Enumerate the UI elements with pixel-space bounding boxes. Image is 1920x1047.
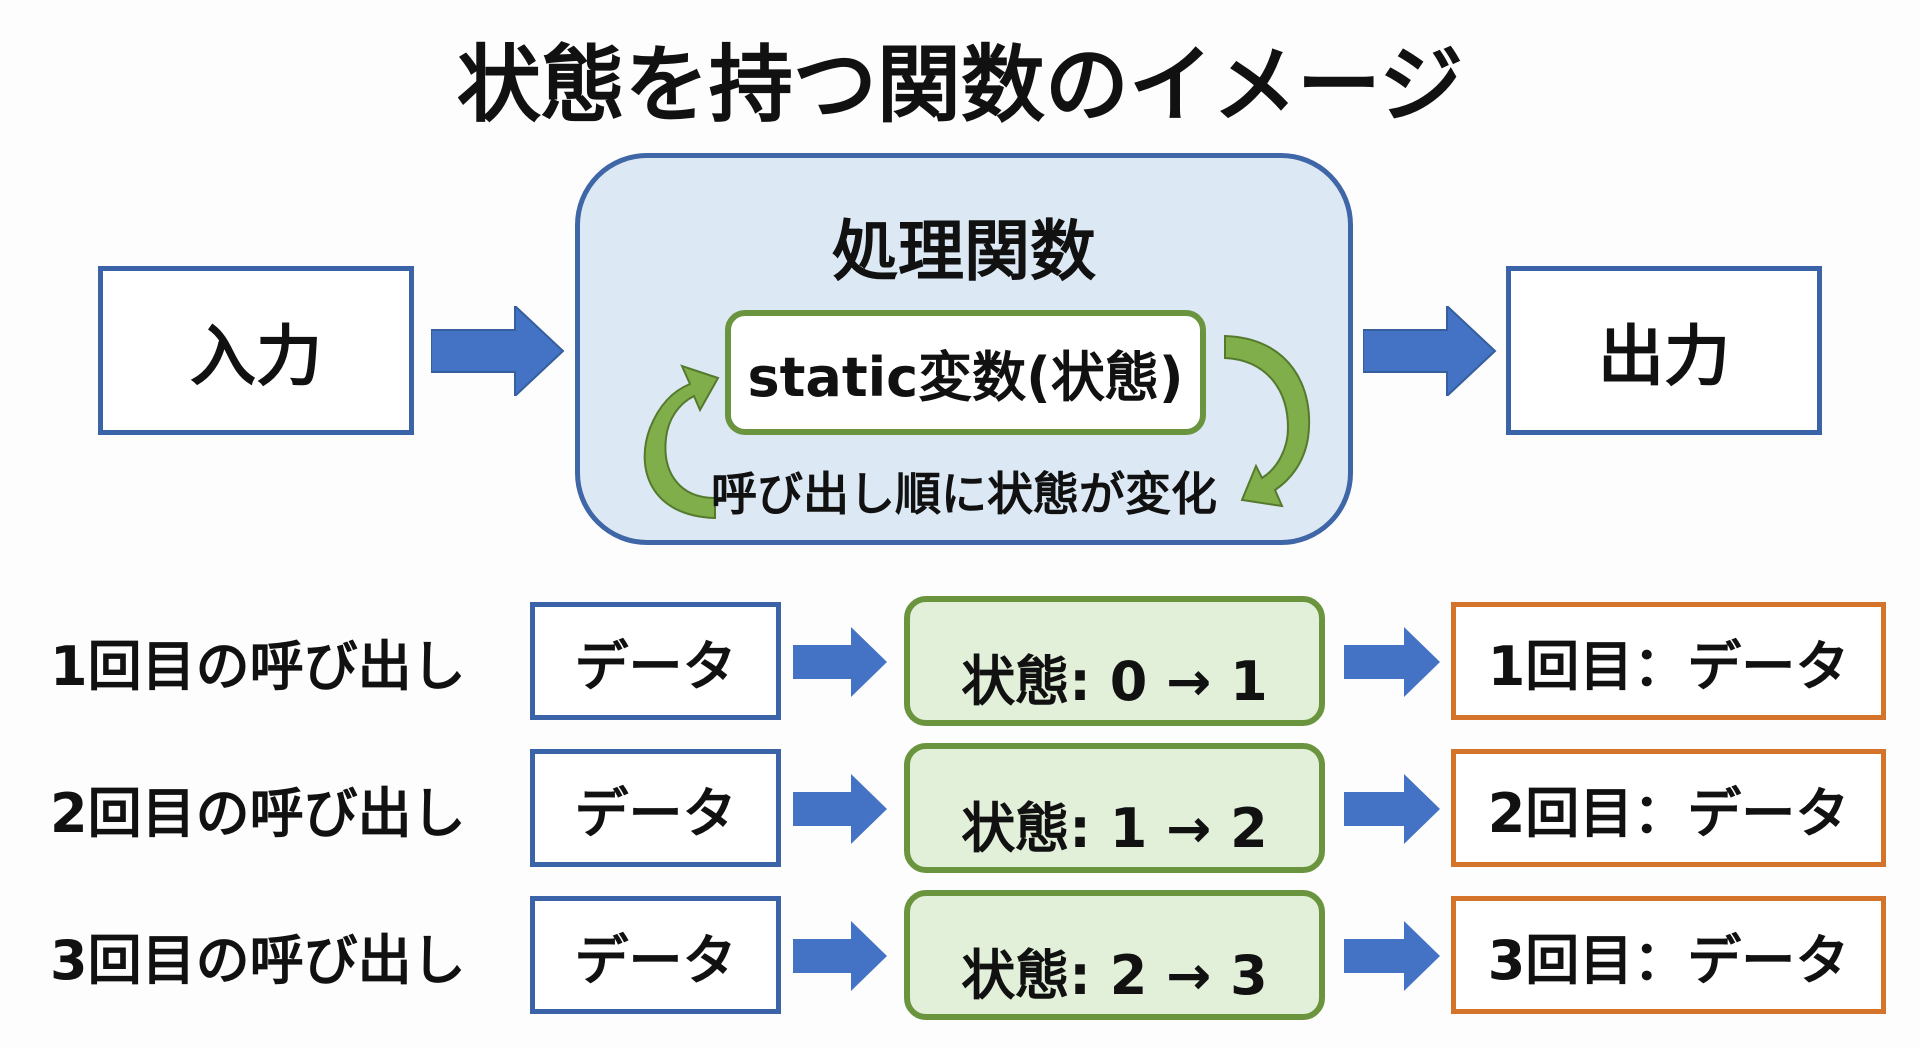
cycle-note: 呼び出し順に状態が変化: [711, 467, 1217, 521]
static-variable-box: static変数(状態): [725, 310, 1206, 435]
arrow-right-icon: [1363, 306, 1497, 396]
arrow-right-icon: [431, 306, 565, 396]
static-variable-label: static変数(状態): [747, 346, 1184, 409]
call-label: 2回目の呼び出し: [50, 781, 466, 845]
data-input-box: データ: [530, 602, 781, 720]
function-panel: 処理関数 static変数(状態) 呼び出し順に状態が変化: [575, 153, 1353, 545]
cycle-arrow-up-icon: [643, 364, 720, 520]
data-input-box: データ: [530, 749, 781, 867]
page-title: 状態を持つ関数のイメージ: [456, 36, 1464, 134]
arrow-right-icon: [793, 921, 887, 991]
state-label: 状態: 2 → 3: [961, 943, 1268, 1007]
output-result-box: 1回目：データ: [1451, 602, 1886, 720]
input-label: 入力: [190, 317, 322, 395]
state-label: 状態: 1 → 2: [961, 796, 1268, 860]
state-box: 状態: 2 → 3: [904, 890, 1325, 1020]
call-label: 1回目の呼び出し: [50, 634, 466, 698]
output-result-box: 2回目：データ: [1451, 749, 1886, 867]
output-result-label: 1回目：データ: [1487, 634, 1850, 698]
arrow-right-icon: [1344, 921, 1440, 991]
cycle-arrow-down-icon: [1224, 334, 1311, 508]
state-box: 状態: 1 → 2: [904, 743, 1325, 873]
data-input-label: データ: [574, 781, 737, 845]
call-label: 3回目の呼び出し: [50, 928, 466, 992]
data-input-label: データ: [574, 634, 737, 698]
output-result-label: 3回目：データ: [1487, 928, 1850, 992]
state-label: 状態: 0 → 1: [961, 649, 1268, 713]
data-input-label: データ: [574, 928, 737, 992]
arrow-right-icon: [793, 774, 887, 844]
arrow-right-icon: [1344, 627, 1440, 697]
output-result-box: 3回目：データ: [1451, 896, 1886, 1014]
data-input-box: データ: [530, 896, 781, 1014]
input-box: 入力: [98, 266, 414, 435]
arrow-right-icon: [1344, 774, 1440, 844]
output-label: 出力: [1598, 317, 1730, 395]
arrow-right-icon: [793, 627, 887, 697]
output-box: 出力: [1506, 266, 1822, 435]
function-title: 処理関数: [832, 213, 1096, 290]
output-result-label: 2回目：データ: [1487, 781, 1850, 845]
state-box: 状態: 0 → 1: [904, 596, 1325, 726]
